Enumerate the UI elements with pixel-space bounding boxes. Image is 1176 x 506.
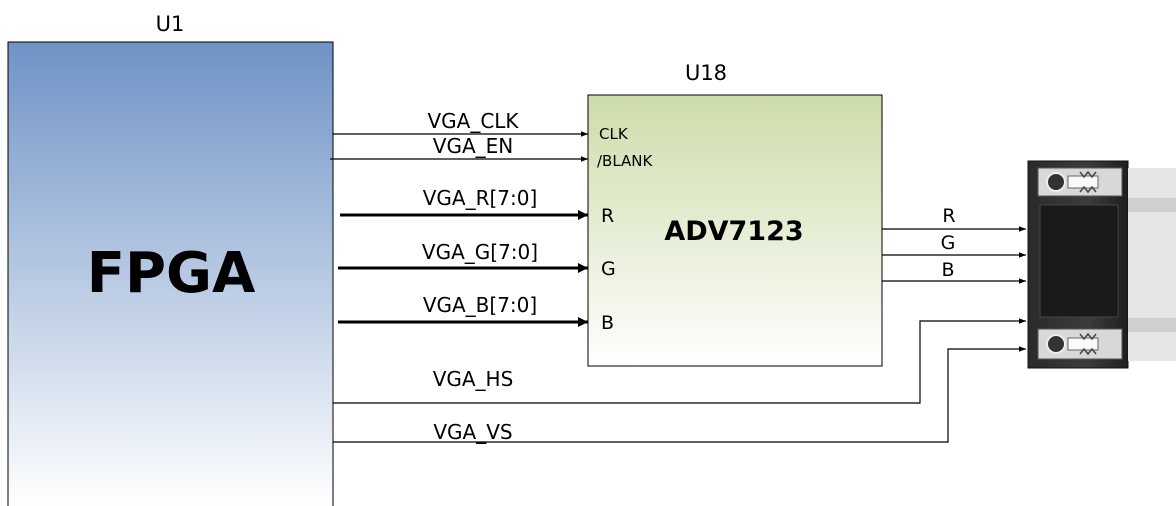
- output-b-label: B: [941, 259, 954, 281]
- u18-ref-label: U18: [685, 61, 727, 85]
- output-g-label: G: [941, 232, 956, 254]
- signal-vga-vs-label: VGA_VS: [433, 420, 512, 444]
- adv7123-label: ADV7123: [664, 216, 803, 247]
- pin-r-label: R: [601, 205, 614, 227]
- fpga-label: FPGA: [87, 241, 256, 306]
- adv7123-block: [587, 94, 883, 367]
- signal-vga-clk-label: VGA_CLK: [427, 109, 519, 133]
- pin-blank-label: /BLANK: [597, 152, 654, 170]
- pin-g-label: G: [601, 258, 616, 280]
- output-r-label: R: [942, 205, 955, 227]
- signal-vga-g-label: VGA_G[7:0]: [422, 240, 538, 264]
- signal-vga-r-label: VGA_R[7:0]: [423, 186, 538, 210]
- u1-ref-label: U1: [156, 12, 185, 36]
- signal-vga-en-label: VGA_EN: [433, 134, 513, 158]
- connector-screw-top-icon: [1037, 167, 1123, 197]
- wire-vga-vs: [333, 346, 1026, 443]
- vga-connector-image: [1027, 160, 1176, 369]
- pin-b-label: B: [601, 312, 614, 334]
- pin-clk-label: CLK: [599, 125, 629, 143]
- signal-vga-hs-label: VGA_HS: [433, 367, 514, 391]
- connector-screw-bottom-icon: [1037, 328, 1123, 360]
- signal-vga-b-label: VGA_B[7:0]: [423, 293, 537, 317]
- fpga-block: [7, 41, 334, 506]
- wire-vga-hs: [333, 318, 1026, 404]
